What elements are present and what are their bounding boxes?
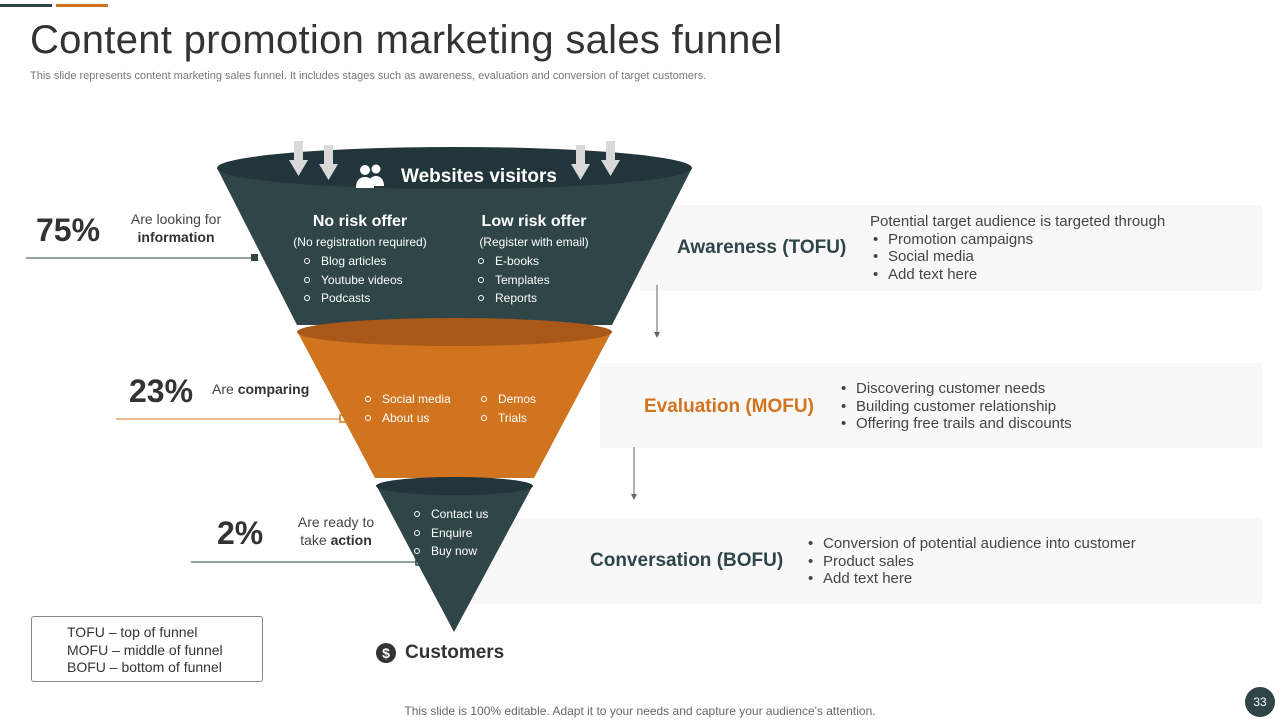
list-item: Templates bbox=[477, 271, 550, 290]
stage-name-tofu: Awareness (TOFU) bbox=[677, 237, 847, 258]
mofu-left-list: Social media About us bbox=[364, 390, 451, 427]
percent-mofu-bold: comparing bbox=[237, 381, 310, 397]
percent-mofu-text: Are comparing bbox=[212, 380, 322, 398]
percent-mofu-prefix: Are bbox=[212, 381, 238, 397]
list-item: Social media bbox=[364, 390, 451, 409]
websites-visitors-label: Websites visitors bbox=[401, 166, 557, 187]
bullet-item: Product sales bbox=[805, 553, 1136, 571]
customers-label: Customers bbox=[405, 642, 505, 663]
footer-note: This slide is 100% editable. Adapt it to… bbox=[404, 704, 876, 718]
list-item: Contact us bbox=[413, 505, 488, 524]
tofu-connector-dot bbox=[251, 254, 258, 261]
low-risk-offer-sub: (Register with email) bbox=[479, 235, 589, 249]
legend-box: TOFU – top of funnel MOFU – middle of fu… bbox=[31, 616, 263, 682]
percent-mofu: 23% bbox=[129, 373, 194, 409]
percent-tofu-bold: information bbox=[137, 229, 215, 245]
list-item: Trials bbox=[480, 409, 536, 428]
percent-tofu: 75% bbox=[36, 212, 101, 248]
stage-name-bofu: Conversation (BOFU) bbox=[590, 550, 784, 571]
percent-bofu-prefix: take bbox=[300, 532, 331, 548]
no-risk-offer-heading: No risk offer bbox=[312, 213, 408, 230]
accent-bar-dark bbox=[0, 4, 52, 7]
page-title: Content promotion marketing sales funnel bbox=[30, 18, 783, 62]
list-item: E-books bbox=[477, 252, 550, 271]
bullet-item: Offering free trails and discounts bbox=[838, 415, 1072, 433]
bullet-item: Building customer relationship bbox=[838, 398, 1072, 416]
no-risk-offer-list: Blog articles Youtube videos Podcasts bbox=[303, 252, 403, 308]
bullet-item: Add text here bbox=[870, 266, 1165, 284]
bullet-item: Conversion of potential audience into cu… bbox=[805, 535, 1136, 553]
percent-bofu-line1: Are ready to bbox=[297, 514, 375, 530]
percent-bofu: 2% bbox=[217, 515, 264, 551]
bullet-item: Promotion campaigns bbox=[870, 231, 1165, 249]
list-item: About us bbox=[364, 409, 451, 428]
mofu-section bbox=[297, 331, 612, 478]
tofu-section bbox=[217, 168, 692, 325]
stage-desc-mofu: Discovering customer needs Building cust… bbox=[838, 380, 1072, 433]
bofu-list: Contact us Enquire Buy now bbox=[413, 505, 488, 561]
funnel-rim bbox=[217, 147, 692, 189]
stage-desc-bofu: Conversion of potential audience into cu… bbox=[805, 535, 1136, 588]
bofu-rim bbox=[376, 477, 533, 495]
bullet-item: Social media bbox=[870, 248, 1165, 266]
bullet-item: Discovering customer needs bbox=[838, 380, 1072, 398]
stage-desc-tofu: Potential target audience is targeted th… bbox=[870, 213, 1165, 283]
bofu-section bbox=[376, 485, 533, 632]
dollar-icon: $ bbox=[376, 643, 396, 663]
percent-tofu-text: Are looking for information bbox=[116, 210, 236, 246]
accent-bar-orange bbox=[56, 4, 108, 7]
list-item: Enquire bbox=[413, 524, 488, 543]
entry-arrow-icon bbox=[289, 141, 620, 180]
low-risk-offer-list: E-books Templates Reports bbox=[477, 252, 550, 308]
list-item: Blog articles bbox=[303, 252, 403, 271]
stage-desc-intro: Potential target audience is targeted th… bbox=[870, 213, 1166, 230]
list-item: Podcasts bbox=[303, 289, 403, 308]
percent-tofu-line1: Are looking for bbox=[130, 211, 222, 227]
stage-name-mofu: Evaluation (MOFU) bbox=[644, 396, 814, 417]
low-risk-offer-heading: Low risk offer bbox=[481, 213, 587, 230]
list-item: Buy now bbox=[413, 542, 488, 561]
no-risk-offer-sub: (No registration required) bbox=[293, 235, 427, 249]
page-subtitle: This slide represents content marketing … bbox=[30, 70, 707, 82]
list-item: Youtube videos bbox=[303, 271, 403, 290]
list-item: Reports bbox=[477, 289, 550, 308]
legend-item: TOFU – top of funnel bbox=[67, 624, 198, 640]
bullet-item: Add text here bbox=[805, 570, 1136, 588]
users-icon bbox=[356, 164, 384, 188]
list-item: Demos bbox=[480, 390, 536, 409]
page-number: 33 bbox=[1245, 687, 1275, 717]
percent-bofu-text: Are ready to take action bbox=[280, 513, 392, 549]
mofu-rim bbox=[297, 318, 612, 346]
arrow-down-icon bbox=[631, 285, 660, 500]
percent-bofu-bold: action bbox=[330, 532, 372, 548]
mofu-right-list: Demos Trials bbox=[480, 390, 536, 427]
legend-item: BOFU – bottom of funnel bbox=[67, 659, 222, 675]
legend-item: MOFU – middle of funnel bbox=[67, 642, 223, 658]
svg-text:$: $ bbox=[382, 645, 390, 661]
